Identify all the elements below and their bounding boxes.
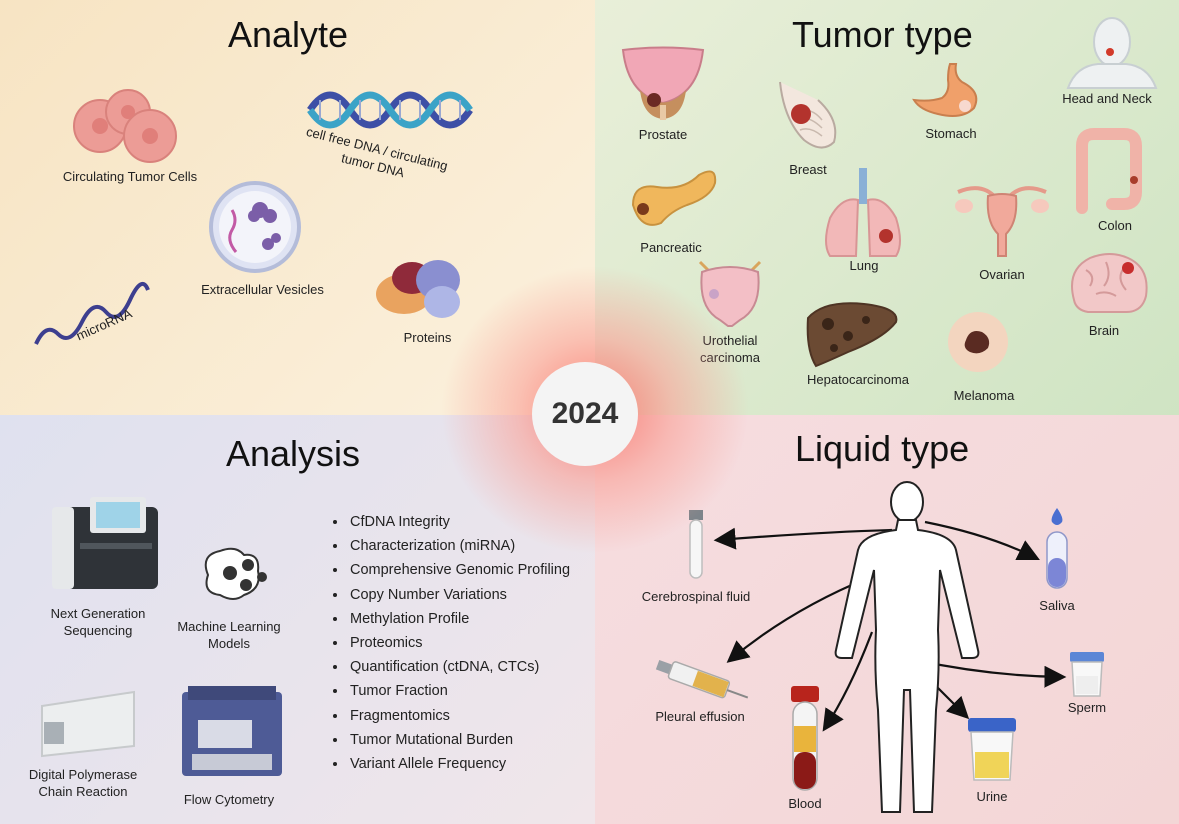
- sperm-label: Sperm: [1067, 700, 1107, 715]
- blood-label: Blood: [788, 796, 822, 811]
- analysis-item: Fragmentomics: [348, 704, 570, 728]
- analysis-item: Quantification (ctDNA, CTCs): [348, 655, 570, 679]
- head-and-neck-label: Head and Neck: [1062, 91, 1152, 106]
- circulating-tumor-cells-icon: [73, 89, 177, 163]
- lung-icon: [825, 168, 901, 257]
- brain-label: Brain: [1088, 323, 1120, 338]
- urine-label: Urine: [976, 789, 1008, 804]
- dna-helix-icon: [307, 91, 473, 129]
- blood-tube-icon: [791, 686, 819, 791]
- analysis-title: Analysis: [226, 433, 361, 474]
- analysis-item: Tumor Fraction: [348, 679, 570, 703]
- proteins-label: Proteins: [403, 330, 452, 345]
- breast-icon: [779, 81, 837, 149]
- brain-icon: [1071, 253, 1148, 313]
- lung-label: Lung: [849, 258, 879, 273]
- saliva-tube-icon: [1046, 508, 1068, 589]
- liver-icon: [806, 302, 898, 368]
- sperm-container-icon: [1070, 652, 1104, 697]
- ovarian-label: Ovarian: [979, 267, 1025, 282]
- analysis-item: Comprehensive Genomic Profiling: [348, 558, 570, 582]
- analysis-method-list: CfDNA Integrity Characterization (miRNA)…: [330, 510, 570, 776]
- hepato-label: Hepatocarcinoma: [807, 372, 909, 387]
- tumor-type-title: Tumor type: [792, 14, 973, 55]
- analysis-item: Characterization (miRNA): [348, 534, 570, 558]
- melanoma-icon: [948, 312, 1008, 372]
- stomach-label: Stomach: [925, 126, 977, 141]
- analysis-item: Methylation Profile: [348, 607, 570, 631]
- colon-icon: [1076, 128, 1142, 214]
- analysis-item: CfDNA Integrity: [348, 510, 570, 534]
- liquid-type-title: Liquid type: [795, 428, 970, 469]
- bladder-icon: [698, 260, 762, 327]
- digital-pcr-icon: [41, 690, 135, 758]
- flow-cytometer-icon: [182, 686, 282, 776]
- human-body-icon: [834, 481, 980, 813]
- ev-label: Extracellular Vesicles: [201, 282, 324, 297]
- syringe-icon: [655, 660, 749, 699]
- pancreatic-label: Pancreatic: [640, 240, 702, 255]
- dpcr-label: Digital Polymerase Chain Reaction: [28, 767, 138, 799]
- sequencer-icon: [52, 497, 158, 589]
- analysis-item: Variant Allele Frequency: [348, 752, 570, 776]
- stomach-icon: [912, 63, 978, 117]
- proteins-icon: [376, 260, 460, 318]
- analysis-item: Copy Number Variations: [348, 583, 570, 607]
- csf-label: Cerebrospinal fluid: [641, 589, 751, 604]
- breast-label: Breast: [789, 162, 827, 177]
- analysis-item: Proteomics: [348, 631, 570, 655]
- ngs-label: Next Generation Sequencing: [50, 606, 146, 638]
- urine-cup-icon: [968, 718, 1016, 781]
- flow-label: Flow Cytometry: [183, 792, 275, 807]
- machine-learning-icon: [204, 547, 267, 600]
- year-badge: 2024: [532, 362, 638, 466]
- head-and-neck-icon: [1066, 17, 1158, 89]
- ctc-label: Circulating Tumor Cells: [62, 169, 198, 184]
- pleural-label: Pleural effusion: [655, 709, 745, 724]
- analysis-item: Tumor Mutational Burden: [348, 728, 570, 752]
- saliva-label: Saliva: [1039, 598, 1075, 613]
- ml-label: Machine Learning Models: [177, 619, 281, 651]
- prostate-label: Prostate: [638, 127, 688, 142]
- analyte-title: Analyte: [228, 14, 349, 55]
- ovary-icon: [955, 186, 1049, 257]
- colon-label: Colon: [1098, 218, 1132, 233]
- extracellular-vesicle-icon: [209, 181, 301, 273]
- microrna-icon: [34, 281, 150, 345]
- melanoma-label: Melanoma: [953, 388, 1015, 403]
- prostate-icon: [621, 46, 705, 120]
- pancreas-icon: [631, 170, 717, 226]
